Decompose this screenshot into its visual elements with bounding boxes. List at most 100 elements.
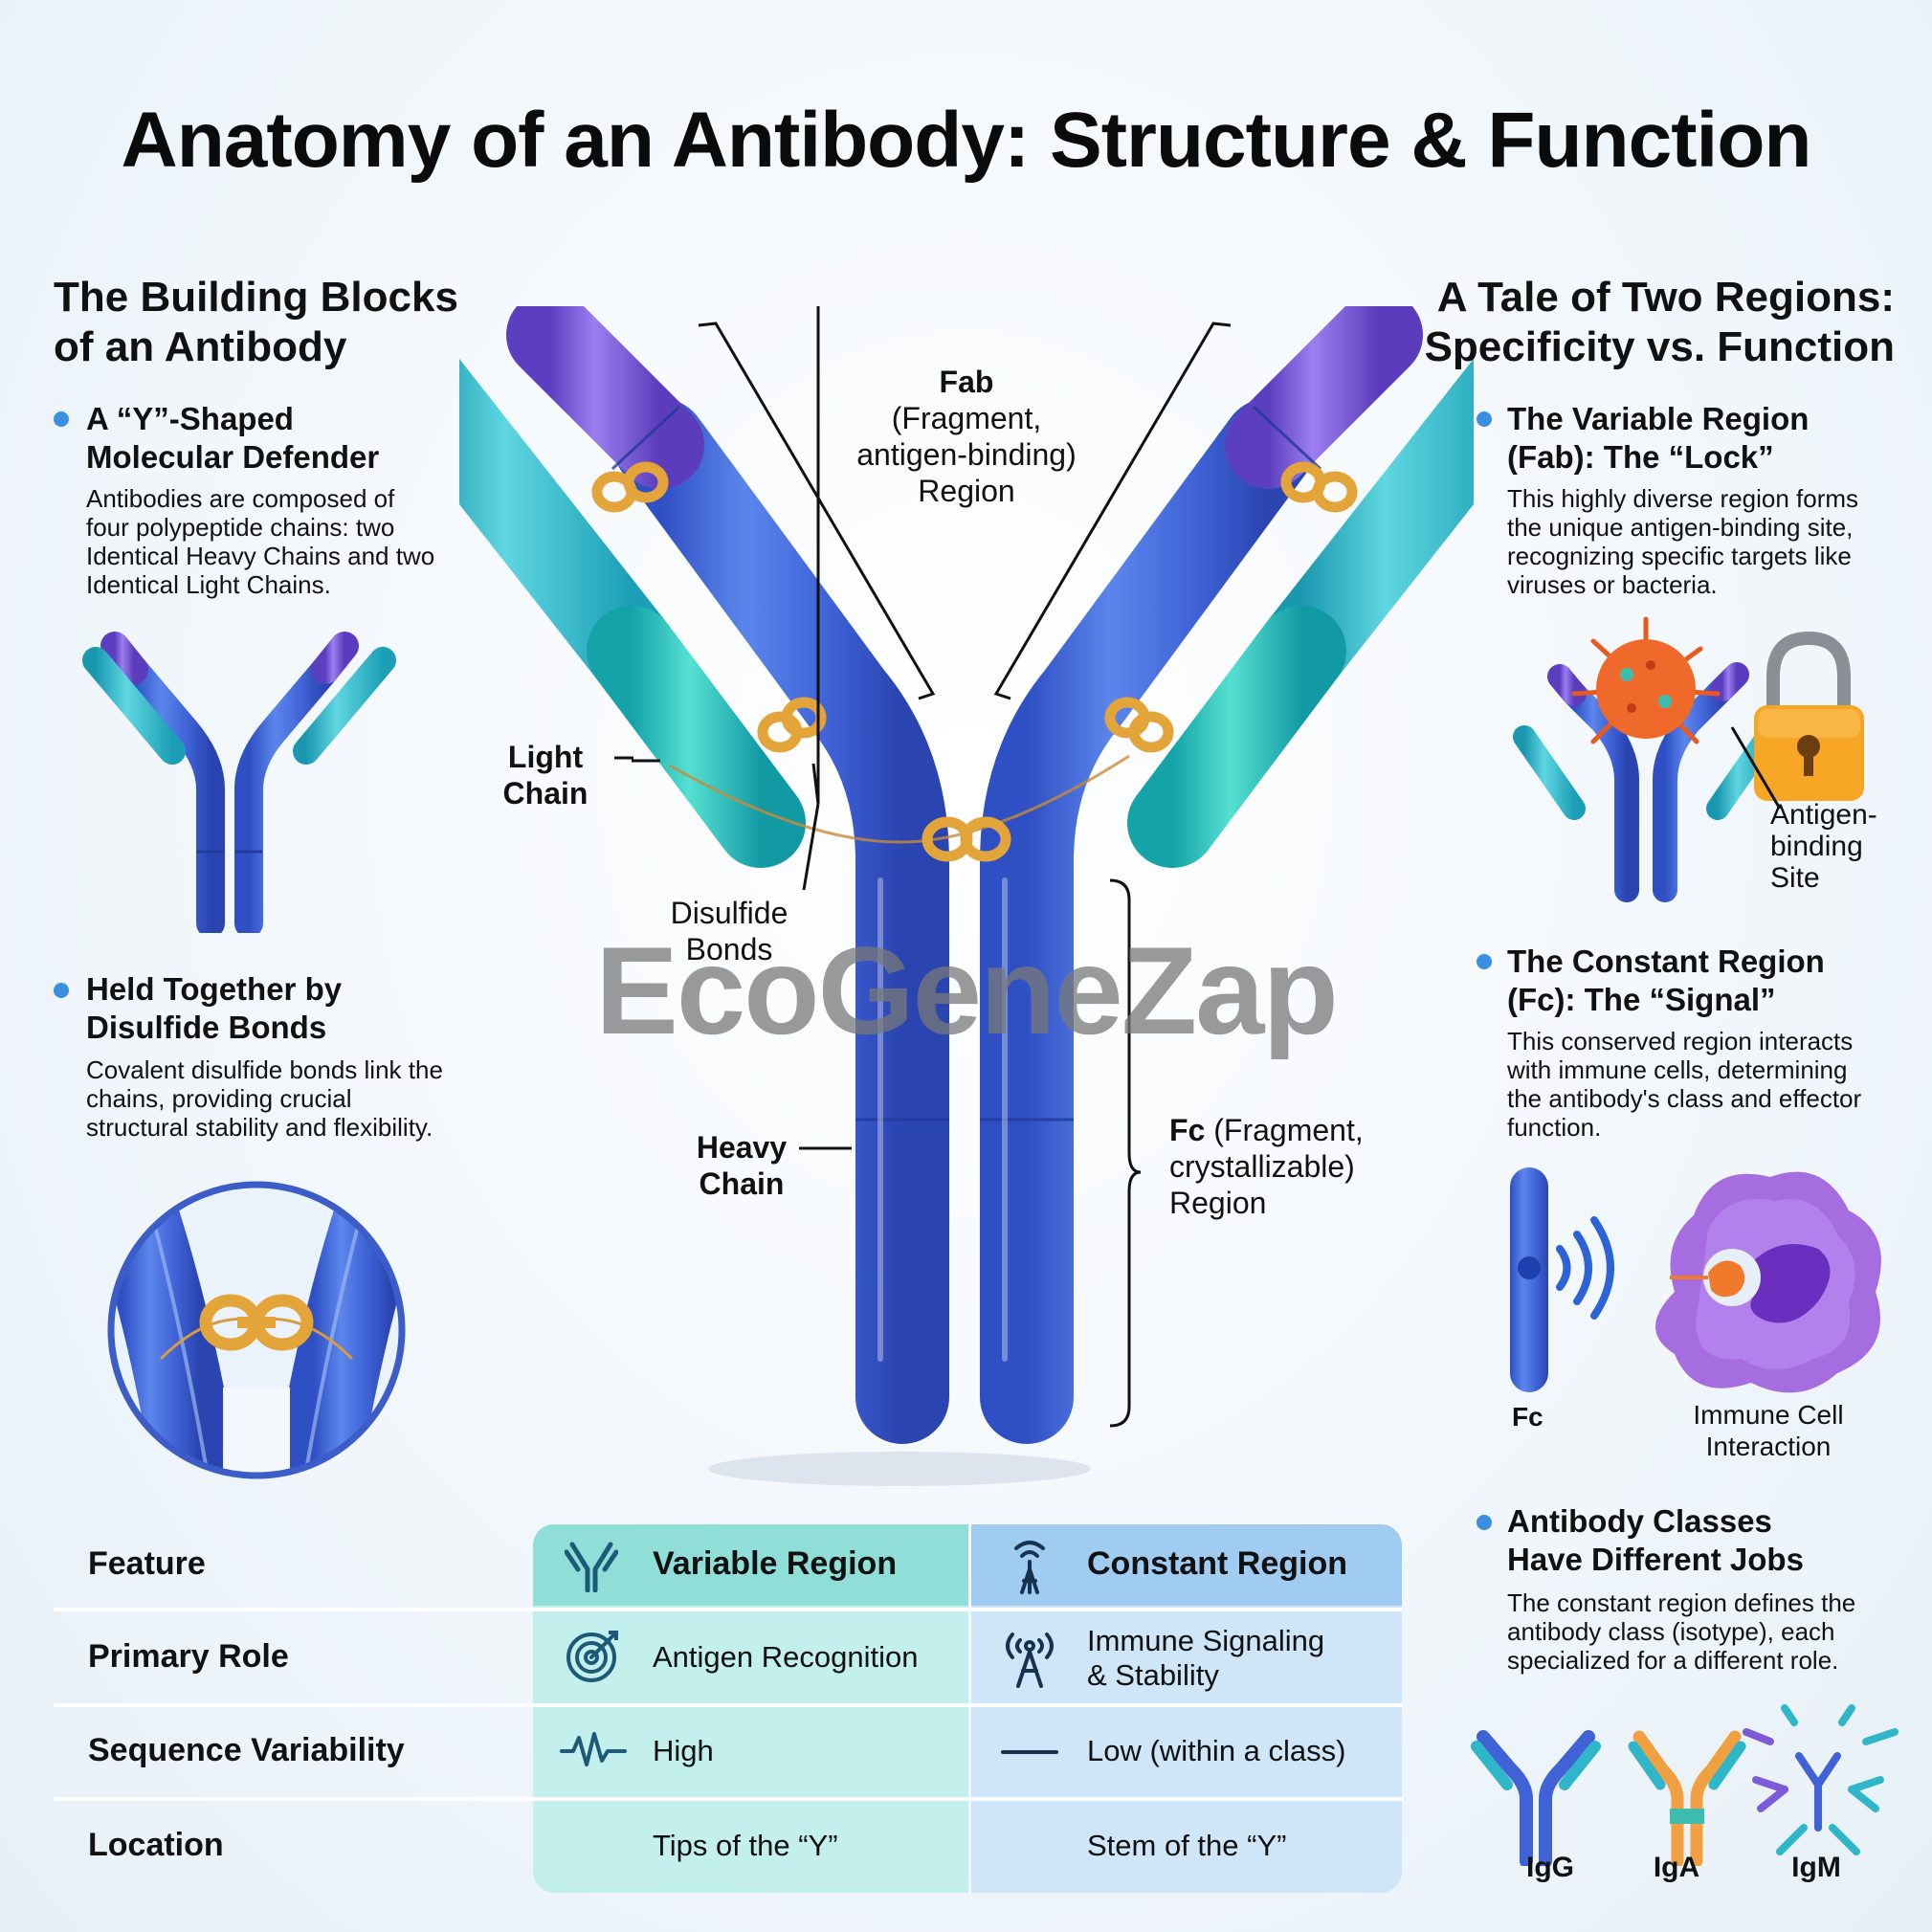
fc-label-line: (Fragment, [1205,1113,1364,1147]
fc-label: Fc (Fragment, crystallizable) Region [1169,1112,1364,1221]
bullet-title-line: Have Different Jobs [1507,1542,1804,1577]
body-line: function. [1507,1113,1602,1142]
light-chain-label-line: Chain [502,776,588,811]
fab-label-line: Fab [939,365,994,399]
row-primary-role-variable: Antigen Recognition [653,1640,919,1674]
table-header-variable: Variable Region [653,1545,898,1582]
table-divider [54,1703,1403,1707]
fc-label-line: crystallizable) [1169,1149,1355,1184]
body-line: Covalent disulfide bonds link the [86,1055,443,1084]
bullet-dot [1477,411,1492,427]
class-label-igm: IgM [1791,1852,1841,1883]
antigen-binding-site-label: Antigen- binding Site [1770,799,1877,894]
bullet-title-line: A “Y”-Shaped [86,401,294,436]
right-heading-line2: Specificity vs. Function [1424,323,1895,370]
left-section-heading: The Building Blocks of an Antibody [54,273,458,372]
row-sequence-variability-feature: Sequence Variability [88,1732,405,1768]
bullet-title-line: The Variable Region [1507,401,1810,436]
antibody-classes-icons [1471,1704,1899,1866]
left-heading-line1: The Building Blocks [54,274,458,321]
table-header-constant: Constant Region [1087,1545,1347,1582]
antibody-diagram [459,306,1474,1486]
body-line: chains, providing crucial [86,1084,352,1113]
page-title: Anatomy of an Antibody: Structure & Func… [121,97,1811,184]
bullet-y-shaped-body: Antibodies are composed of four polypept… [86,484,434,599]
class-label-igg: IgG [1526,1852,1574,1883]
body-line: Identical Heavy Chains and two [86,542,435,570]
bullet-title-line: (Fc): The “Signal” [1507,982,1776,1017]
bullet-title-line: The Constant Region [1507,944,1825,979]
bullet-title-line: Antibody Classes [1507,1503,1772,1539]
body-line: viruses or bacteria. [1507,570,1718,599]
fab-label-line: Region [918,474,1015,508]
watermark: EcoGeneZap [595,921,1339,1060]
light-chain-label-line: Light [507,740,584,774]
immune-cell-icon [1655,1171,1881,1393]
row-location-constant: Stem of the “Y” [1087,1829,1287,1862]
site-label-line: binding [1770,831,1863,862]
bullet-variable-title: The Variable Region (Fab): The “Lock” [1507,400,1809,477]
body-line: recognizing specific targets like [1507,542,1852,570]
bullet-classes-title: Antibody Classes Have Different Jobs [1507,1502,1804,1579]
igm-icon [1743,1704,1899,1855]
fc-immune-illustration [1510,1167,1881,1393]
iga-icon [1628,1730,1746,1866]
antenna-icon [1014,1541,1045,1594]
bullet-disulfide-body: Covalent disulfide bonds link the chains… [86,1055,443,1142]
fab-label: Fab (Fragment, antigen-binding) Region [823,364,1110,509]
row-location-feature: Location [88,1827,224,1863]
disulfide-label-line: Disulfide [670,896,788,930]
target-icon [566,1631,618,1682]
site-label-line: Antigen- [1770,799,1877,831]
cell-line: & Stability [1087,1658,1219,1692]
antigen-lock-illustration [1513,617,1864,902]
row-sequence-variability-constant: Low (within a class) [1087,1734,1346,1767]
fab-label-line: antigen-binding) [856,437,1077,472]
light-chain-label: Light Chain [478,739,612,811]
bullet-dot [54,983,69,998]
disulfide-label-line: Bonds [685,932,773,966]
antibody-y-icon [565,1542,618,1592]
bullet-dot [1477,1515,1492,1530]
disulfide-zoom-circle [107,1181,406,1479]
body-line: Identical Light Chains. [86,570,331,599]
row-location-variable: Tips of the “Y” [653,1829,838,1862]
bullet-dot [54,411,69,427]
body-line: This conserved region interacts [1507,1027,1854,1055]
fab-label-line: (Fragment, [891,401,1042,435]
class-label-iga: IgA [1653,1852,1700,1883]
wave-icon [560,1732,627,1766]
disulfide-bonds-label: Disulfide Bonds [643,895,815,967]
bullet-constant-body: This conserved region interacts with imm… [1507,1027,1861,1142]
bullet-constant-title: The Constant Region (Fc): The “Signal” [1507,943,1825,1019]
right-section-heading: A Tale of Two Regions: Specificity vs. F… [1378,273,1895,372]
fc-label-line: Region [1169,1186,1267,1220]
body-line: structural stability and flexibility. [86,1113,433,1142]
body-line: Antibodies are composed of [86,484,395,513]
immune-label-line: Interaction [1705,1432,1832,1461]
row-primary-role-constant: Immune Signaling & Stability [1087,1624,1324,1693]
site-label-line: Site [1770,862,1820,894]
broadcast-antenna-icon [1006,1632,1054,1688]
bullet-disulfide-title: Held Together by Disulfide Bonds [86,970,342,1047]
small-antibody-icon [82,632,396,933]
left-heading-line2: of an Antibody [54,323,347,370]
body-line: with immune cells, determining [1507,1055,1848,1084]
row-sequence-variability-variable: High [653,1734,714,1767]
heavy-chain-label: Heavy Chain [670,1129,813,1202]
fc-label-abbr: Fc [1169,1113,1206,1147]
bullet-dot [1477,954,1492,969]
signal-icon [1556,1216,1614,1320]
immune-cell-label: Immune Cell Interaction [1663,1399,1874,1462]
virus-icon [1571,617,1721,744]
table-header-feature: Feature [88,1545,206,1582]
body-line: four polypeptide chains: two [86,513,395,542]
body-line: This highly diverse region forms [1507,484,1859,513]
cell-line: Immune Signaling [1087,1624,1325,1657]
row-primary-role-feature: Primary Role [88,1638,289,1675]
body-line: the unique antigen-binding site, [1507,513,1854,542]
heavy-chain-label-line: Chain [699,1166,785,1201]
bullet-title-line: Disulfide Bonds [86,1010,327,1045]
heavy-chain-label-line: Heavy [696,1130,788,1165]
body-line: antibody class (isotype), each [1507,1617,1835,1646]
